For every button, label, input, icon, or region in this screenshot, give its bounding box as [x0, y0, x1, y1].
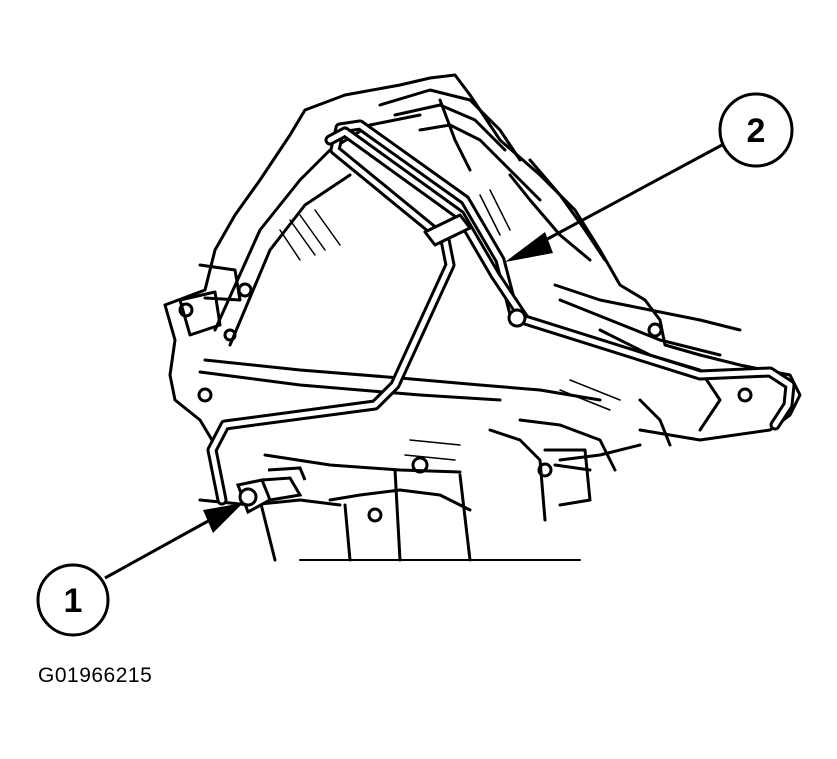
front-line-fitting	[235, 466, 307, 515]
housing-bolt-bosses	[178, 282, 753, 523]
cooler-lines	[206, 119, 796, 506]
callout-1-circle	[36, 563, 110, 637]
callout-2: 2	[505, 92, 794, 262]
callout-2-leader	[539, 143, 723, 245]
figure-id-label: G01966215	[38, 664, 153, 687]
transmission-housing	[163, 73, 802, 562]
callout-2-number: 2	[747, 112, 766, 150]
callout-2-arrowhead	[505, 232, 553, 262]
callout-2-circle	[718, 92, 794, 168]
callout-1-number: 1	[64, 582, 83, 620]
callout-1-arrowhead	[203, 503, 243, 533]
callout-1: 1	[36, 503, 243, 637]
line-clip	[423, 213, 472, 247]
callout-1-leader	[104, 518, 211, 580]
